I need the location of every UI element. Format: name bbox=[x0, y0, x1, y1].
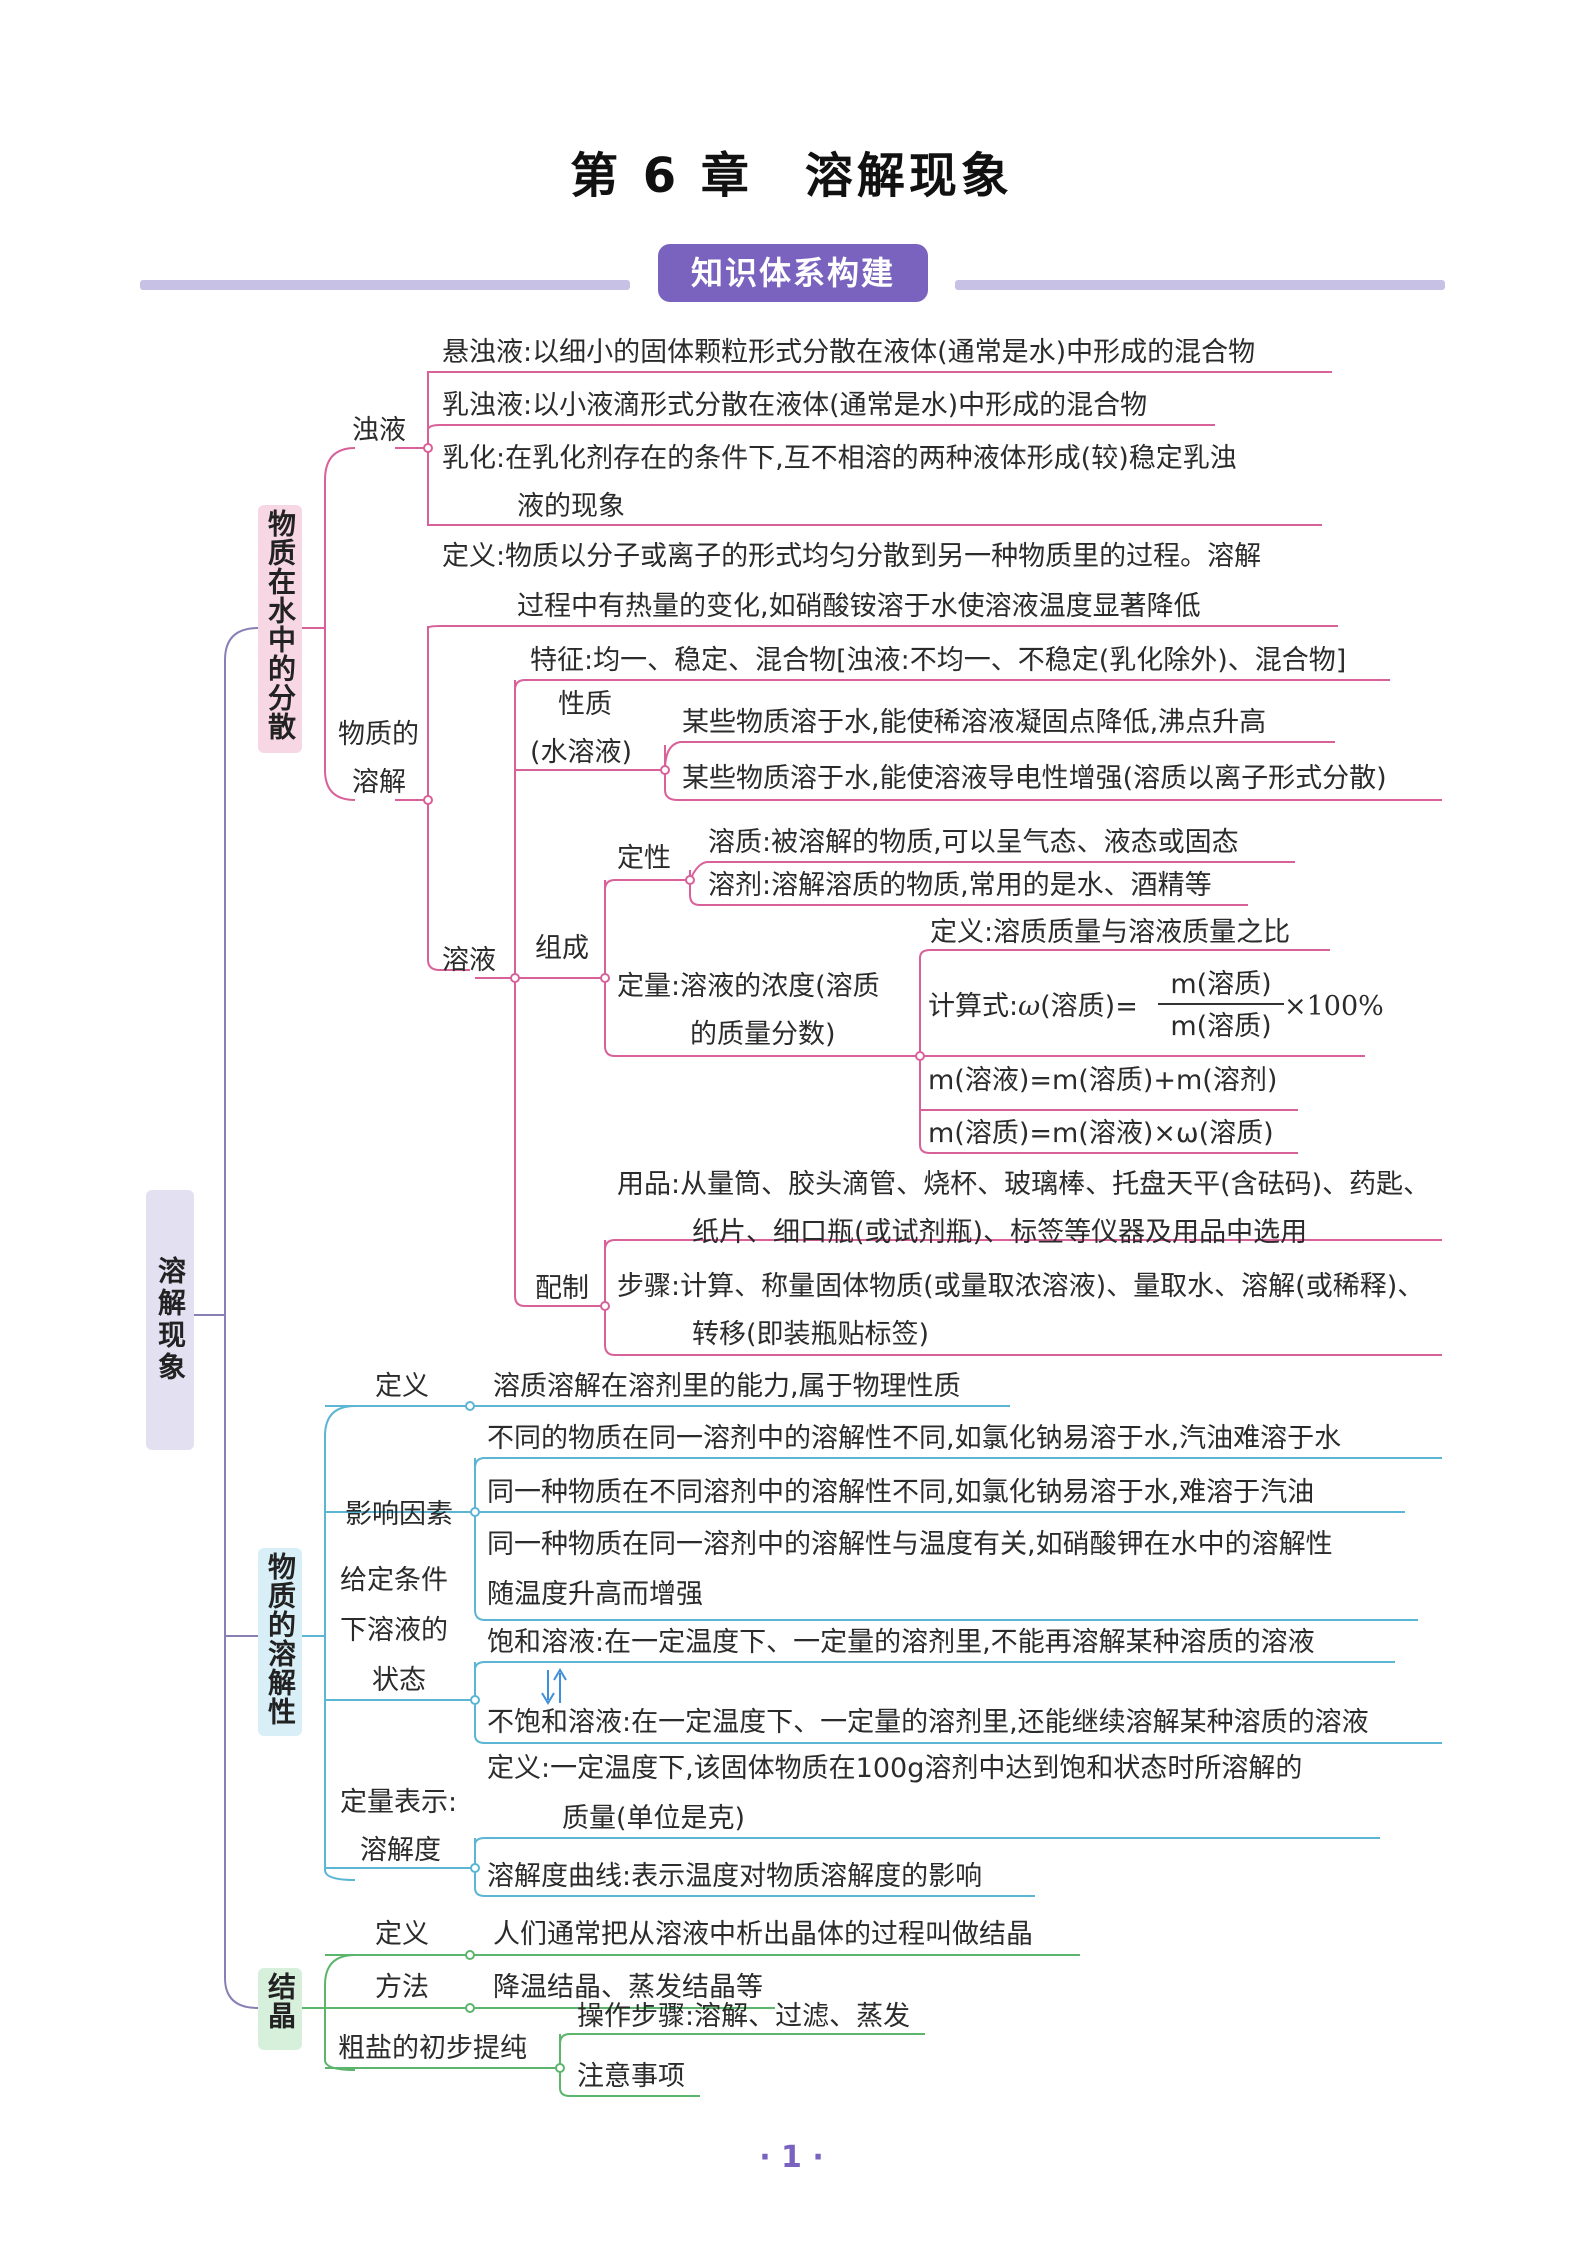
node-dingliang-2: 的质量分数) bbox=[690, 1019, 836, 1050]
node-xingzhi-2: (水溶液) bbox=[530, 737, 633, 768]
cuyan-caozuo: 操作步骤:溶解、过滤、蒸发 bbox=[577, 2001, 911, 2032]
peizhi-buzhou-line2: 转移(即装瓶贴标签) bbox=[692, 1319, 930, 1350]
peizhi-yongpin-line2: 纸片、细口瓶(或试剂瓶)、标签等仪器及用品中选用 bbox=[692, 1217, 1308, 1248]
dingliang-def: 定义:溶质质量与溶液质量之比 bbox=[930, 917, 1291, 948]
formula-denominator: m(溶质) bbox=[1170, 1011, 1272, 1042]
zhuoye-ruhua-line2: 液的现象 bbox=[517, 491, 625, 522]
sec2-node-dingliang-1: 定量表示: bbox=[340, 1787, 458, 1818]
dingxing-rongzhi: 溶质:被溶解的物质,可以呈气态、液态或固态 bbox=[708, 827, 1239, 858]
sec3-node-dingyi: 定义 bbox=[375, 1919, 429, 1950]
formula-prefix: 计算式: bbox=[928, 991, 1019, 1022]
sec3-dingyi-text: 人们通常把从溶液中析出晶体的过程叫做结晶 bbox=[493, 1919, 1033, 1950]
section2-label-box: 物质的溶解性 bbox=[258, 1548, 302, 1736]
xingzhi-a: 某些物质溶于水,能使稀溶液凝固点降低,沸点升高 bbox=[682, 707, 1267, 738]
sec2-node-zhuangtai-2: 下溶液的 bbox=[340, 1615, 448, 1646]
formula-mass-solution: m(溶液)=m(溶质)+m(溶剂) bbox=[928, 1065, 1278, 1096]
node-peizhi: 配制 bbox=[535, 1273, 589, 1304]
sec2-node-zhuangtai-1: 给定条件 bbox=[340, 1565, 448, 1596]
formula-mid: (溶质)= bbox=[1040, 991, 1138, 1022]
node-dingliang-1: 定量:溶液的浓度(溶质 bbox=[617, 971, 880, 1002]
yingxiang-c-line1: 同一种物质在同一溶剂中的溶解性与温度有关,如硝酸钾在水中的溶解性 bbox=[487, 1529, 1333, 1560]
node-wuzhi-rongjie-1: 物质的 bbox=[338, 719, 419, 750]
formula-numerator: m(溶质) bbox=[1170, 969, 1272, 1000]
node-xingzhi-1: 性质 bbox=[558, 689, 612, 720]
page-number: · 1 · bbox=[759, 2140, 824, 2175]
root-label: 溶解现象 bbox=[154, 1256, 187, 1384]
formula-percent: ×100% bbox=[1284, 991, 1384, 1022]
rongjie-def-line2: 过程中有热量的变化,如硝酸铵溶于水使溶液温度显著降低 bbox=[517, 591, 1201, 622]
peizhi-yongpin-line1: 用品:从量筒、胶头滴管、烧杯、玻璃棒、托盘天平(含砝码)、药匙、 bbox=[617, 1169, 1431, 1200]
sec3-fangfa-text: 降温结晶、蒸发结晶等 bbox=[493, 1972, 763, 2003]
formula-mass-solute: m(溶质)=m(溶液)×ω(溶质) bbox=[928, 1118, 1274, 1149]
page-title: 第 6 章 溶解现象 bbox=[570, 148, 1013, 204]
yingxiang-b: 同一种物质在不同溶剂中的溶解性不同,如氯化钠易溶于水,难溶于汽油 bbox=[487, 1477, 1315, 1508]
sec2-node-dingyi: 定义 bbox=[375, 1371, 429, 1402]
xingzhi-b: 某些物质溶于水,能使溶液导电性增强(溶质以离子形式分散) bbox=[682, 763, 1387, 794]
sec3-node-cuyan: 粗盐的初步提纯 bbox=[338, 2033, 527, 2064]
formula-calc: 计算式:ω(溶质)= bbox=[928, 990, 1138, 1024]
yingxiang-a: 不同的物质在同一溶剂中的溶解性不同,如氯化钠易溶于水,汽油难溶于水 bbox=[487, 1423, 1342, 1454]
node-zucheng: 组成 bbox=[535, 933, 589, 964]
sec3-node-fangfa: 方法 bbox=[375, 1972, 429, 2003]
section3-label: 结晶 bbox=[264, 1972, 297, 2030]
dingxing-rongji: 溶剂:溶解溶质的物质,常用的是水、酒精等 bbox=[708, 870, 1212, 901]
banner-divider-left bbox=[140, 280, 630, 290]
root-node: 溶解现象 bbox=[146, 1190, 194, 1450]
zhuangtai-bubaohe: 不饱和溶液:在一定温度下、一定量的溶剂里,还能继续溶解某种溶质的溶液 bbox=[487, 1707, 1369, 1738]
node-dingxing: 定性 bbox=[617, 843, 671, 874]
fraction-bar bbox=[1158, 1003, 1284, 1005]
zhuoye-ruhua-line1: 乳化:在乳化剂存在的条件下,互不相溶的两种液体形成(较)稳定乳浊 bbox=[442, 443, 1237, 474]
rongjiedu-def-line1: 定义:一定温度下,该固体物质在100g溶剂中达到饱和状态时所溶解的 bbox=[487, 1753, 1303, 1784]
section-banner: 知识体系构建 bbox=[658, 244, 928, 302]
rongjiedu-curve: 溶解度曲线:表示温度对物质溶解度的影响 bbox=[487, 1861, 983, 1892]
zhuoye-xuanzhuoye: 悬浊液:以细小的固体颗粒形式分散在液体(通常是水)中形成的混合物 bbox=[442, 337, 1256, 368]
section2-label: 物质的溶解性 bbox=[264, 1552, 297, 1726]
peizhi-buzhou-line1: 步骤:计算、称量固体物质(或量取浓溶液)、量取水、溶解(或稀释)、 bbox=[617, 1271, 1425, 1302]
banner-divider-right bbox=[955, 280, 1445, 290]
node-rongye: 溶液 bbox=[442, 945, 496, 976]
formula-omega: ω bbox=[1018, 991, 1041, 1022]
rongjie-def-line1: 定义:物质以分子或离子的形式均匀分散到另一种物质里的过程。溶解 bbox=[442, 541, 1262, 572]
zhuangtai-baohe: 饱和溶液:在一定温度下、一定量的溶剂里,不能再溶解某种溶质的溶液 bbox=[487, 1627, 1315, 1658]
rongjiedu-def-line2: 质量(单位是克) bbox=[562, 1803, 746, 1834]
sec2-dingyi-text: 溶质溶解在溶剂里的能力,属于物理性质 bbox=[493, 1371, 961, 1402]
sec2-node-zhuangtai-3: 状态 bbox=[372, 1665, 426, 1696]
node-zhuoye: 浊液 bbox=[352, 415, 406, 446]
section1-label: 物质在水中的分散 bbox=[264, 509, 297, 741]
yingxiang-c-line2: 随温度升高而增强 bbox=[487, 1579, 703, 1610]
sec2-node-dingliang-2: 溶解度 bbox=[360, 1835, 441, 1866]
node-wuzhi-rongjie-2: 溶解 bbox=[352, 767, 406, 798]
sec2-node-yingxiang: 影响因素 bbox=[345, 1499, 453, 1530]
rongye-tezheng: 特征:均一、稳定、混合物[浊液:不均一、不稳定(乳化除外)、混合物] bbox=[530, 645, 1347, 676]
cuyan-zhuyi: 注意事项 bbox=[577, 2061, 685, 2092]
zhuoye-ruzhuoye: 乳浊液:以小液滴形式分散在液体(通常是水)中形成的混合物 bbox=[442, 390, 1148, 421]
section1-label-box: 物质在水中的分散 bbox=[258, 505, 302, 753]
section3-label-box: 结晶 bbox=[258, 1968, 302, 2050]
